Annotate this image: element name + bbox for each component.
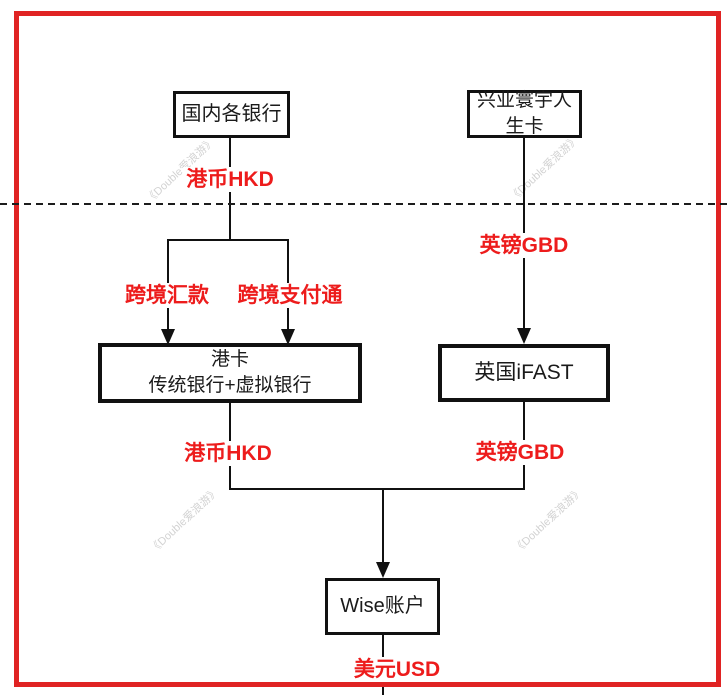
arrowhead-into-hk-card-right — [281, 329, 295, 345]
node-domestic-banks: 国内各银行 — [173, 91, 290, 138]
node-hk-card: 港卡 传统银行+虚拟银行 — [98, 343, 362, 403]
node-uk-ifast: 英国iFAST — [438, 344, 610, 402]
edge-label-cross-border-pay: 跨境支付通 — [234, 283, 346, 309]
edge-label-gbd-mid: 英镑GBD — [472, 440, 568, 466]
node-cib-universal-life-card: 兴业寰宇人 生卡 — [467, 90, 582, 138]
node-wise-account: Wise账户 — [325, 578, 440, 635]
edge-label-remittance: 跨境汇款 — [122, 283, 212, 309]
edge-label-hkd-top: 港币HKD — [183, 167, 277, 193]
watermark-text: 《Double爱浪游》 — [507, 133, 582, 204]
connector-wise-down-lower — [382, 686, 384, 695]
watermark-text: 《Double爱浪游》 — [511, 485, 586, 556]
arrowhead-into-hk-card-left — [161, 329, 175, 345]
edge-label-hkd-mid: 港币HKD — [181, 441, 275, 467]
watermark-text: 《Double爱浪游》 — [147, 485, 222, 556]
arrowhead-into-wise — [376, 562, 390, 578]
connector-converge-to-wise — [382, 490, 384, 564]
connector-converge-horizontal — [229, 488, 525, 490]
connector-branch-horizontal — [167, 239, 289, 241]
connector-wise-down-upper — [382, 635, 384, 661]
dashed-separator-line — [0, 203, 728, 205]
arrowhead-into-uk-ifast — [517, 328, 531, 344]
edge-label-usd-bottom: 美元USD — [350, 657, 444, 683]
edge-label-gbd-top: 英镑GBD — [476, 233, 572, 259]
